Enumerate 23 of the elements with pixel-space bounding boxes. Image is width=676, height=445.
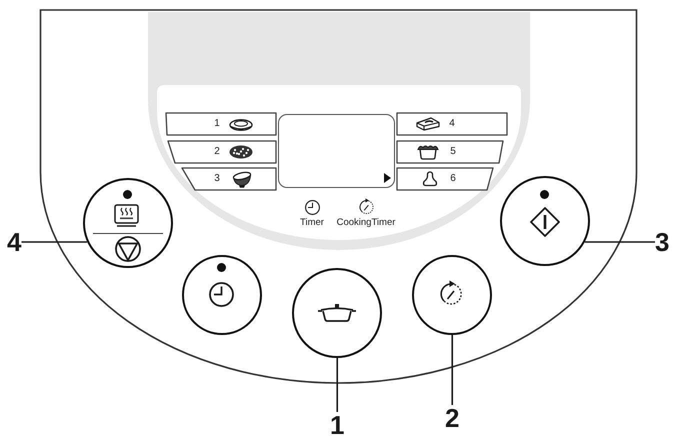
menu-box: [166, 113, 276, 135]
leader-line: [21, 241, 88, 243]
indicator-label: CookingTimer: [336, 217, 396, 228]
menu-box: [180, 168, 276, 190]
menu-number: 5: [450, 146, 456, 158]
menu-number: 6: [450, 173, 456, 185]
menu-number: 2: [214, 146, 220, 158]
leader-line: [451, 335, 454, 405]
callout-number: 3: [655, 229, 670, 255]
indicator-label: Timer: [300, 217, 324, 228]
callout-number: 4: [7, 229, 22, 255]
display-screen: [278, 114, 395, 188]
menu-number: 1: [214, 118, 220, 130]
callout-number: 2: [445, 405, 460, 431]
menu-number: 4: [449, 118, 455, 130]
callout-number: 1: [330, 412, 344, 438]
menu-number: 3: [214, 173, 220, 185]
leader-line: [584, 241, 655, 243]
menu-box: [167, 141, 276, 163]
menu-box: [397, 113, 507, 135]
menu-box: [397, 141, 503, 163]
menu-box: [397, 168, 493, 190]
leader-line: [336, 358, 338, 412]
